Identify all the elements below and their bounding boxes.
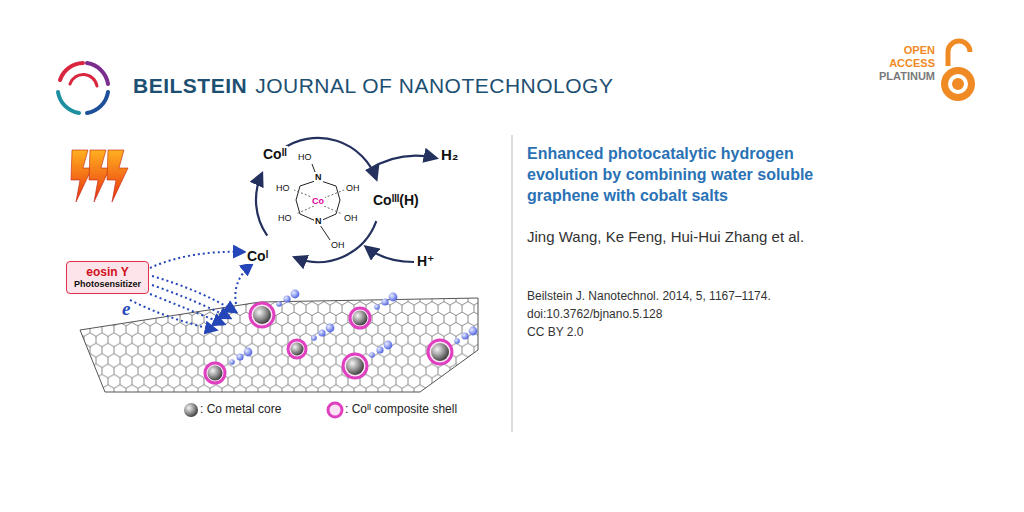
atom-label: OH (330, 240, 346, 250)
species-label: Coᴵᴵ (262, 146, 288, 162)
article-title: Enhanced photocatalytic hydrogen evoluti… (527, 143, 857, 206)
hydrogen-bubble (291, 290, 300, 299)
catalytic-cycle (256, 138, 436, 262)
hydrogen-bubble (376, 346, 383, 353)
hydrogen-bubble (461, 332, 468, 339)
atom-label: HO (277, 213, 293, 223)
species-label: Coᴵ (246, 248, 269, 264)
divider (512, 135, 513, 432)
hydrogen-bubble (384, 341, 393, 350)
node-body: Photosensitizer (74, 279, 141, 290)
journal-name: JOURNAL OF NANOTECHNOLOGY (255, 74, 613, 98)
legend-entry: : Coᴵᴵ composite shell (345, 402, 457, 416)
access-badge: OPEN (904, 44, 935, 57)
license: CC BY 2.0 (527, 326, 583, 340)
electron-label: e (122, 298, 130, 320)
atom-label: N (314, 216, 323, 226)
journal-logo (58, 63, 108, 113)
hydrogen-bubble (276, 301, 282, 307)
hydrogen-bubble (244, 348, 253, 357)
species-label: Coᴵᴵᴵ(H) (372, 192, 420, 208)
hydrogen-bubble (454, 338, 460, 344)
light-bolts (71, 150, 128, 202)
photosensitizer-box: eosin YPhotosensitizer (66, 261, 149, 294)
hydrogen-bubble (369, 352, 375, 358)
species-label: H₂ (440, 146, 460, 163)
atom-label: Co (311, 196, 325, 206)
atom-label: N (314, 172, 323, 182)
graphene-sheet (80, 298, 478, 392)
hydrogen-bubble (311, 335, 317, 341)
journal-name: BEILSTEIN (133, 74, 247, 98)
hydrogen-bubble (318, 329, 325, 336)
cobalt-particles (205, 303, 452, 383)
atom-label: OH (343, 213, 359, 223)
hydrogen-bubbles (229, 290, 477, 365)
doi: doi:10.3762/bjnano.5.128 (527, 308, 662, 322)
hydrogen-bubble (326, 324, 335, 333)
hydrogen-bubble (374, 304, 380, 310)
hydrogen-bubble (229, 359, 235, 365)
atom-label: HO (275, 183, 291, 193)
hydrogen-bubble (389, 293, 398, 302)
access-badge: ACCESS (889, 57, 935, 70)
open-access-lock (941, 41, 975, 101)
hydrogen-bubble (283, 295, 290, 302)
atom-label: OH (345, 183, 361, 193)
author-list: Jing Wang, Ke Feng, Hui-Hui Zhang et al. (527, 228, 804, 245)
legend-entry: : Co metal core (200, 402, 281, 416)
cobalt-complex (294, 164, 344, 240)
hydrogen-bubble (381, 298, 388, 305)
species-label: H⁺ (416, 253, 436, 269)
citation: Beilstein J. Nanotechnol. 2014, 5, 1167–… (527, 290, 771, 304)
atom-label: HO (297, 152, 313, 162)
node-heading: eosin Y (74, 265, 141, 279)
legend-sphere (184, 403, 198, 417)
hydrogen-bubble (469, 327, 478, 336)
hydrogen-bubble (236, 353, 243, 360)
legend-ring (328, 403, 342, 417)
access-badge: PLATINUM (879, 70, 935, 83)
